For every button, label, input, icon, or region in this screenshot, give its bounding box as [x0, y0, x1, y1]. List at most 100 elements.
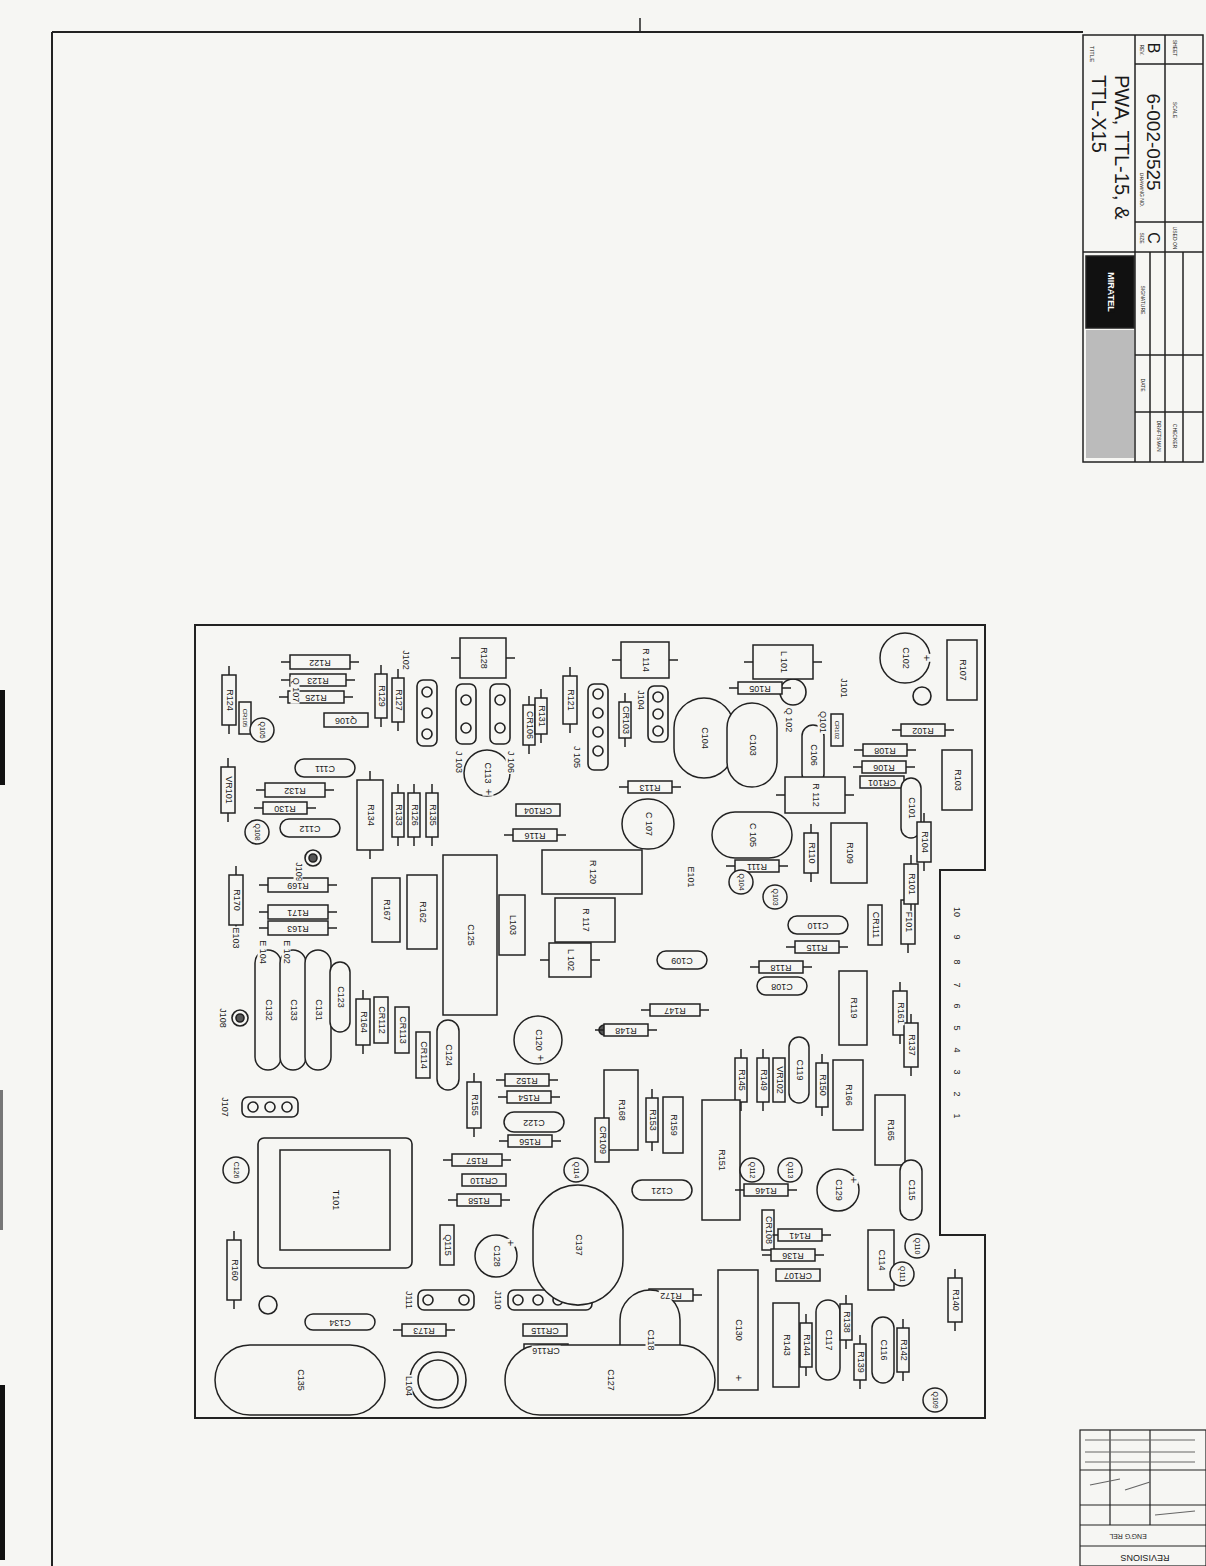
part-label: Q105	[259, 720, 266, 739]
part-label: R109	[845, 841, 854, 865]
part-label: B	[1145, 42, 1161, 55]
part-label: R138	[842, 1310, 851, 1334]
component-body	[785, 777, 845, 813]
part-label: R128	[479, 646, 488, 670]
part-label: CR113	[398, 1015, 407, 1044]
part-label: CR112	[377, 1005, 386, 1034]
part-label: C120	[534, 1028, 543, 1052]
component-body	[374, 997, 388, 1043]
part-label: C104	[700, 726, 709, 750]
part-label: C125	[466, 923, 475, 947]
capacitor-body	[632, 1180, 692, 1200]
component-body	[457, 1194, 501, 1206]
capacitor-body	[757, 977, 807, 995]
part-label: Q111	[899, 1265, 906, 1283]
part-label: Q101	[818, 710, 827, 734]
capacitor-body	[727, 703, 777, 787]
part-label: C112	[299, 824, 322, 833]
component-body	[402, 1324, 446, 1336]
component-body	[942, 750, 972, 810]
part-label: R167	[382, 898, 391, 922]
part-label: 3	[952, 1068, 961, 1075]
part-label: C134	[328, 1318, 352, 1327]
part-label: Q110	[914, 1237, 921, 1256]
component-body	[735, 1058, 747, 1102]
part-label: R126	[410, 803, 419, 827]
component-body	[862, 761, 906, 773]
part-label: R106	[872, 763, 896, 772]
component-body	[508, 1135, 552, 1147]
part-label: C108	[770, 982, 794, 991]
component-body	[523, 705, 535, 745]
component-body	[759, 961, 803, 973]
part-label: C113	[483, 762, 492, 785]
part-label: 4	[952, 1046, 961, 1053]
component-body	[831, 823, 867, 883]
component-body	[904, 864, 918, 904]
part-label: R115	[806, 943, 829, 952]
part-label: R130	[273, 804, 297, 813]
component-body	[738, 682, 782, 694]
component-body	[523, 1324, 567, 1336]
component-body	[513, 829, 557, 841]
component-body	[753, 645, 813, 679]
part-label: R116	[524, 831, 547, 840]
part-label: R101	[907, 872, 916, 896]
part-label: DRAFTSMAN	[1156, 419, 1161, 452]
part-label: CHECKER	[1172, 423, 1177, 449]
part-label: R124	[225, 688, 234, 712]
component-body	[901, 724, 945, 736]
part-label: C133	[289, 998, 298, 1022]
component-body	[840, 1304, 852, 1340]
capacitor-body	[437, 1020, 459, 1090]
component-body	[773, 1303, 799, 1387]
part-label: R156	[518, 1137, 542, 1146]
part-label: R149	[759, 1068, 768, 1092]
capacitor-body	[674, 698, 734, 778]
component-body	[263, 802, 307, 814]
component-body	[795, 941, 839, 953]
part-label: +	[535, 1054, 546, 1062]
part-label: CR104	[523, 806, 553, 815]
part-label: C 105	[748, 822, 757, 848]
part-label: TITLE	[1089, 45, 1095, 63]
drawing-frame	[52, 18, 1083, 1566]
part-label: R145	[737, 1068, 746, 1092]
part-label: F101	[904, 911, 913, 934]
round-component	[245, 820, 269, 844]
part-label: CR109	[598, 1125, 607, 1155]
part-label: R123	[306, 676, 330, 685]
part-label: C103	[748, 733, 757, 757]
part-label: CR111	[871, 911, 880, 940]
component-body	[542, 850, 642, 894]
part-label: R139	[856, 1350, 865, 1374]
part-label: Q 107	[291, 677, 300, 704]
round-component	[905, 1234, 929, 1258]
part-label: C126	[233, 1161, 240, 1180]
part-label: R122	[308, 658, 332, 667]
part-label: Q114	[573, 1161, 580, 1180]
part-label: R113	[639, 783, 662, 792]
capacitor-body	[657, 951, 707, 969]
part-label: R 114	[641, 647, 650, 672]
part-label: SHEET	[1172, 39, 1177, 58]
part-label: R110	[807, 842, 816, 865]
part-label: C128	[492, 1244, 501, 1268]
part-label: R129	[377, 684, 386, 708]
round-component	[729, 870, 753, 894]
part-label: CR103	[621, 705, 630, 735]
part-label: 1	[952, 1112, 961, 1119]
part-label: R102	[911, 726, 935, 735]
part-label: C111	[314, 764, 336, 773]
round-component	[817, 1169, 859, 1211]
part-label: C123	[336, 985, 345, 1009]
round-component	[514, 1016, 562, 1064]
part-label: R147	[663, 1006, 687, 1015]
part-label: C116	[879, 1339, 888, 1362]
component-body	[505, 1074, 549, 1086]
capacitor-body	[505, 1345, 715, 1415]
component-body	[356, 999, 370, 1045]
component-body	[702, 1100, 740, 1220]
component-body	[804, 833, 818, 873]
part-label: R166	[844, 1083, 853, 1107]
